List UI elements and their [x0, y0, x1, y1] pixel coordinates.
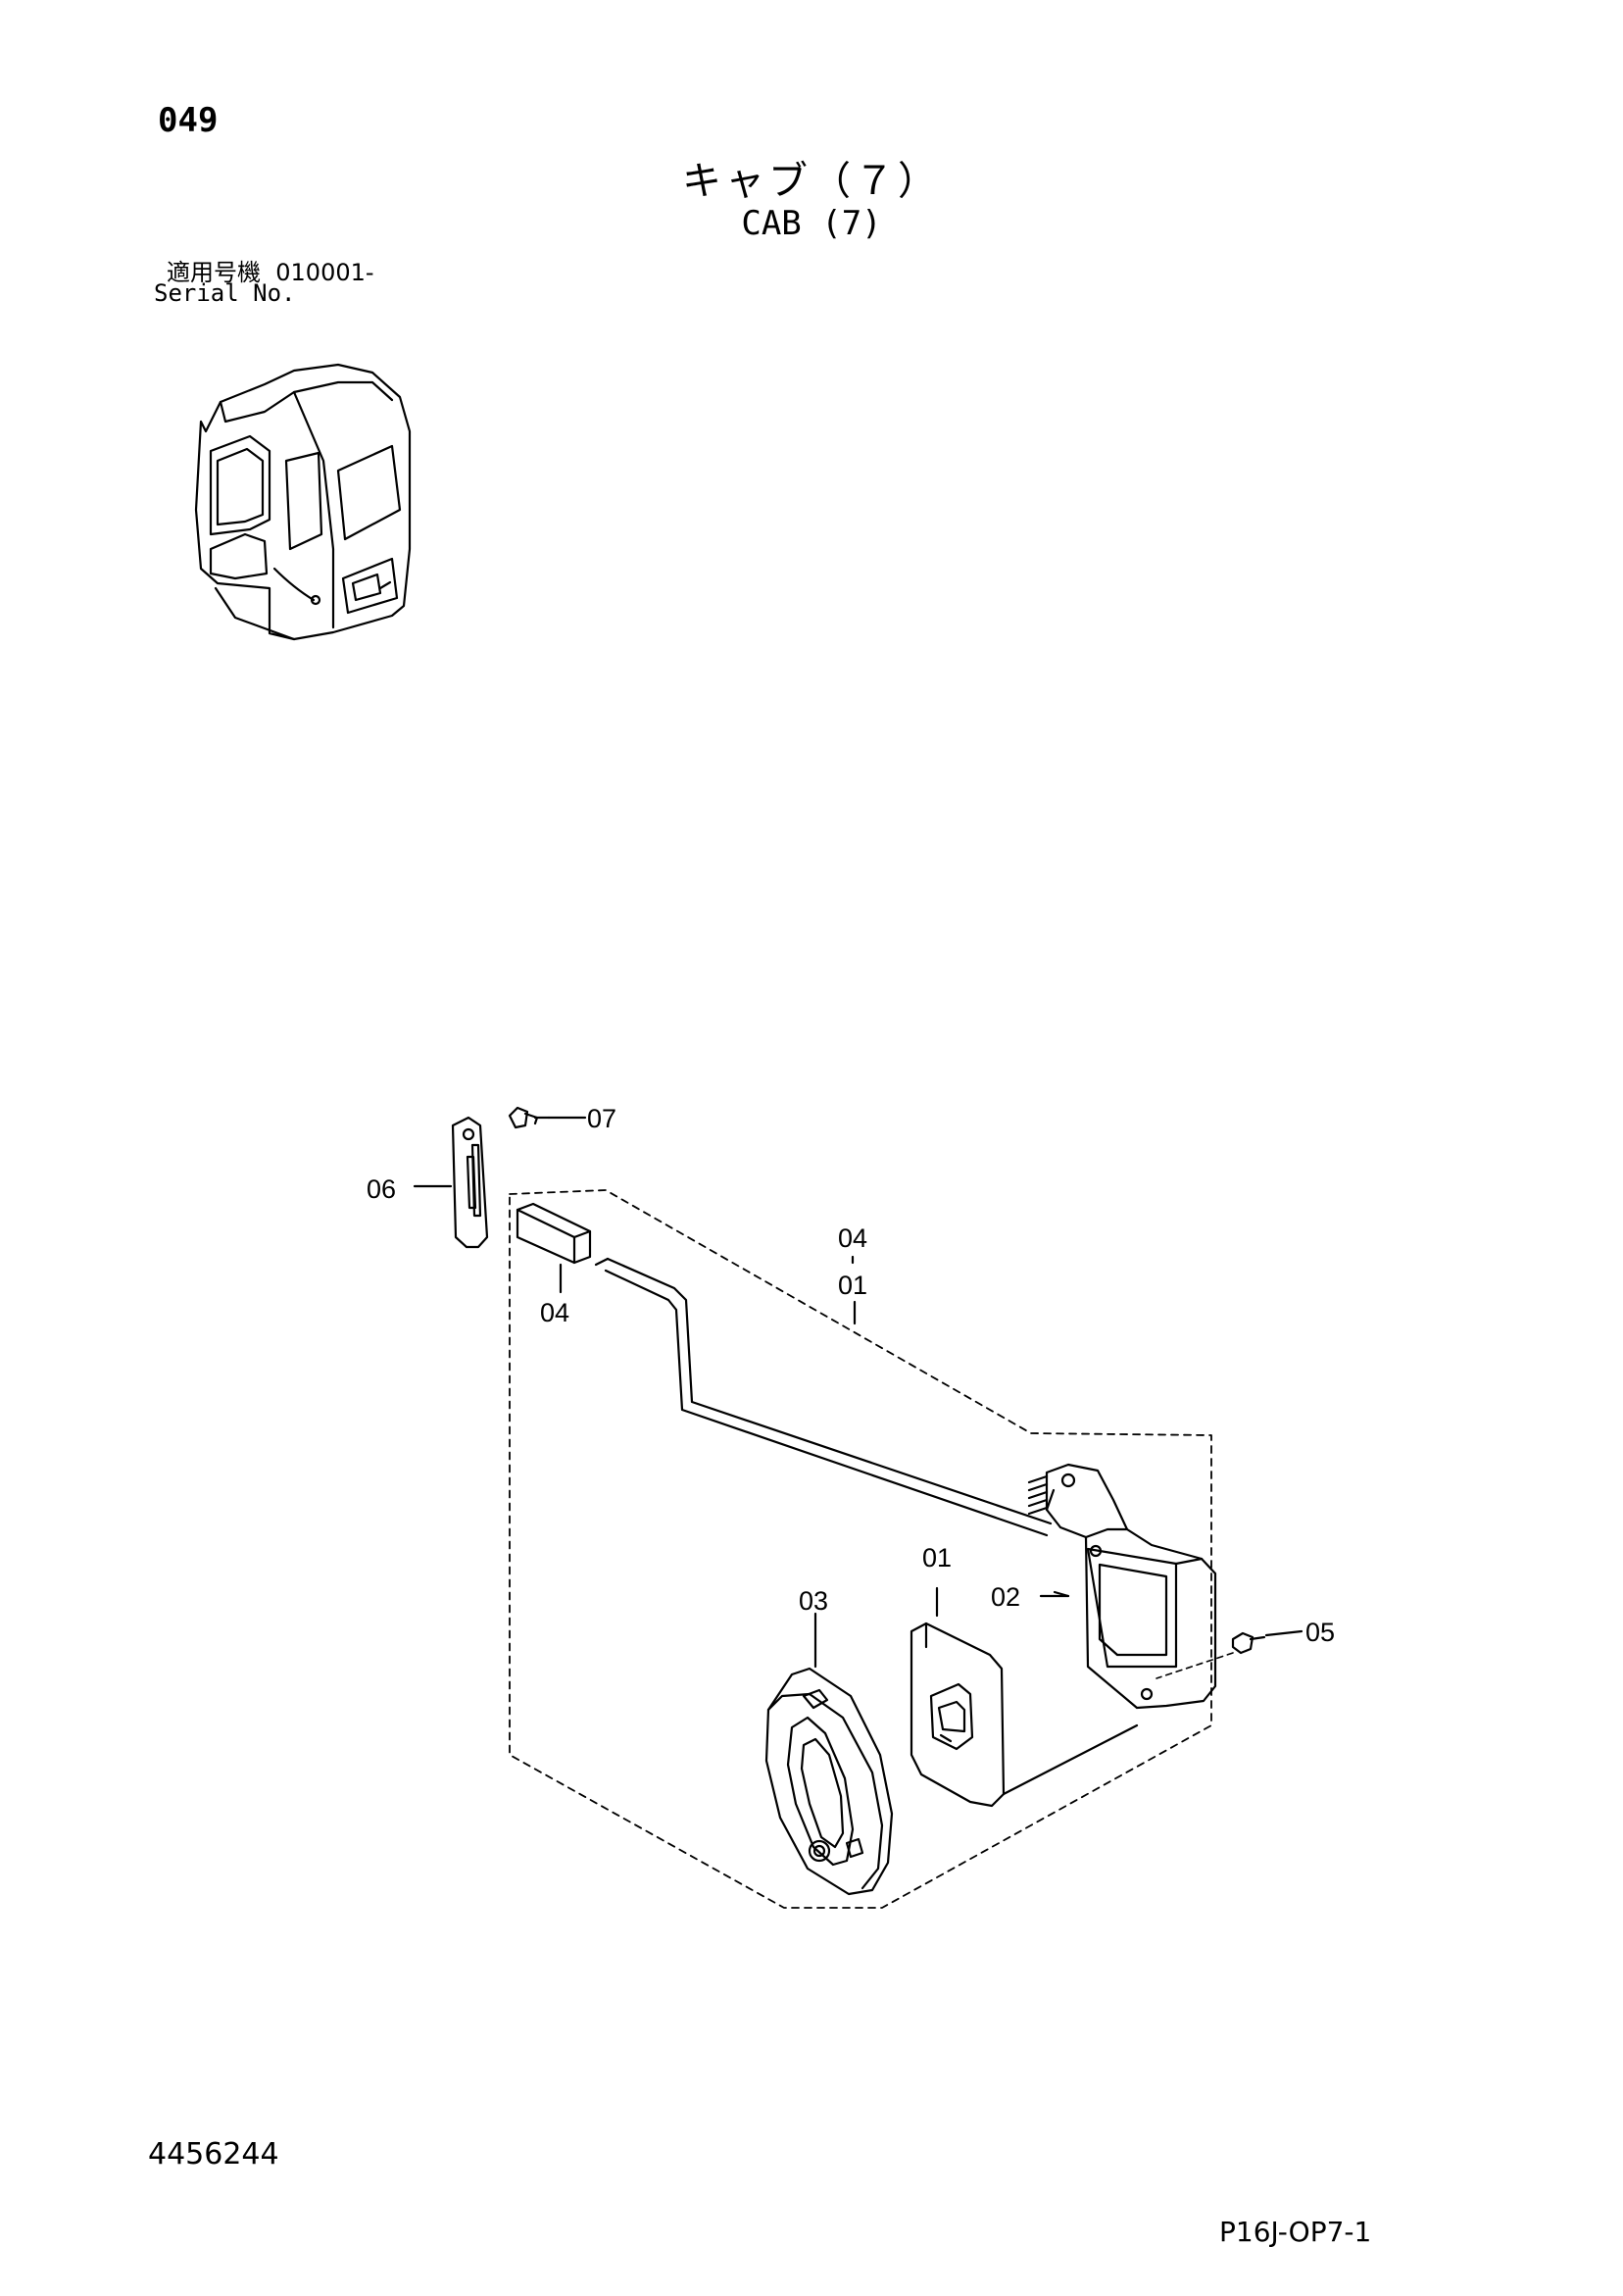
part-03-escutcheon: [764, 1667, 894, 1896]
serial-label-jp: 適用号機: [167, 259, 261, 286]
page-number: 049: [158, 101, 219, 140]
callout-01-top: 01: [838, 1271, 867, 1300]
part-01-inner-handle: [910, 1622, 1006, 1808]
part-06-handle-cover: [451, 1116, 489, 1249]
part-05-screw: [1231, 1631, 1266, 1655]
link-01-02: [1002, 1723, 1139, 1796]
page-title-jp: キャブ（７）: [682, 159, 941, 204]
callout-03: 03: [799, 1586, 828, 1616]
leader-05-dashed: [1156, 1652, 1234, 1679]
callout-01-mid: 01: [922, 1543, 952, 1572]
part-04-key: [516, 1202, 592, 1265]
page-title-en: CAB (7): [741, 204, 882, 243]
serial-line-jp: 適用号機 010001-: [167, 253, 374, 287]
part-07-screw: [508, 1106, 551, 1129]
callout-04-left: 04: [540, 1298, 569, 1327]
callout-07: 07: [587, 1104, 616, 1133]
part-02-latch-bracket: [1045, 1463, 1217, 1710]
callout-06: 06: [367, 1174, 396, 1204]
spring: [1027, 1474, 1049, 1516]
assembly-boundary: [509, 1189, 1212, 1909]
callout-05: 05: [1305, 1618, 1335, 1647]
serial-label-en: Serial No.: [154, 279, 296, 307]
latch-rod: [594, 1257, 1053, 1537]
sheet-code: P16J-OP7-1: [1219, 2216, 1372, 2248]
callout-02: 02: [991, 1582, 1020, 1612]
leader-05: [1264, 1629, 1303, 1637]
serial-range: 010001-: [275, 259, 374, 286]
cab-overview-illustration: [194, 363, 412, 641]
callout-04-top: 04: [838, 1223, 867, 1253]
document-number: 4456244: [148, 2137, 279, 2171]
